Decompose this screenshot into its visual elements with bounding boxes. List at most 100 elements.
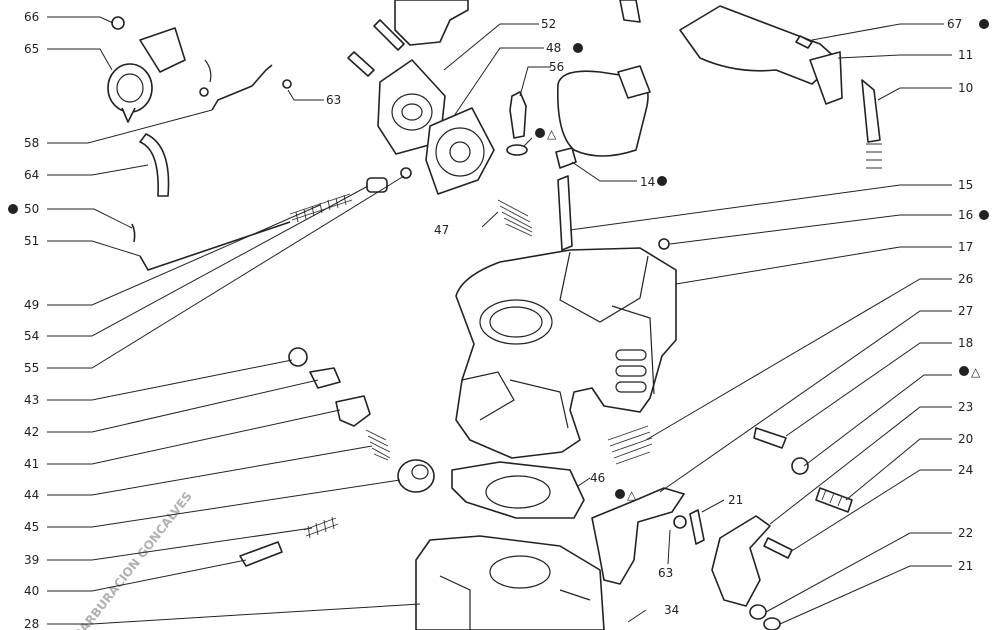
dot-marker-19 <box>959 366 969 376</box>
callout-16: 16 <box>958 208 973 222</box>
callout-48: 48 <box>546 41 561 55</box>
callout-42: 42 <box>24 425 39 439</box>
part-49-spring <box>289 193 353 223</box>
part-top-fitting <box>394 0 469 46</box>
callout-50: 50 <box>24 202 39 216</box>
dot-marker-57 <box>535 128 545 138</box>
part-drawings <box>107 0 882 630</box>
callout-14: 14 <box>640 175 655 189</box>
part-42-washer <box>309 367 341 389</box>
callout-22: 22 <box>958 526 973 540</box>
callout-46: 46 <box>590 471 605 485</box>
callout-44: 44 <box>24 488 39 502</box>
callout-27: 27 <box>958 304 973 318</box>
part-58-link-rod <box>211 64 273 111</box>
callout-51: 51 <box>24 234 39 248</box>
part-63-clip <box>282 79 292 89</box>
part-26-spring <box>607 425 653 465</box>
callout-56: 56 <box>549 60 564 74</box>
callout-58: 58 <box>24 136 39 150</box>
callout-26: 26 <box>958 272 973 286</box>
part-41-cam <box>335 395 371 427</box>
callout-34: 34 <box>664 603 679 617</box>
callout-41: 41 <box>24 457 39 471</box>
part-10-adjust-rod <box>861 79 882 169</box>
part-top-lever <box>619 0 641 23</box>
part-screw-top-a <box>373 19 405 51</box>
part-67-screw <box>795 35 813 49</box>
part-11-bracket <box>679 5 843 105</box>
part-44-spring <box>365 429 391 461</box>
part-21-washer <box>763 617 781 630</box>
part-20-idle-screw <box>815 487 853 513</box>
triangle-marker-19: △ <box>971 365 981 379</box>
callouts: 66 65 58 64 50 51 49 54 55 43 42 41 44 4… <box>8 10 989 630</box>
part-19-washer <box>791 457 809 475</box>
part-16-plug <box>658 238 670 250</box>
dot-marker-50 <box>8 204 18 214</box>
part-66-nut <box>111 16 125 30</box>
callout-63-mid: 63 <box>658 566 673 580</box>
callout-67: 67 <box>947 17 962 31</box>
callout-24: 24 <box>958 463 973 477</box>
callout-43: 43 <box>24 393 39 407</box>
callout-39: 39 <box>24 553 39 567</box>
callout-63-top: 63 <box>326 93 341 107</box>
part-47-spring <box>497 199 533 237</box>
part-21-screw-a <box>689 509 705 545</box>
part-43-nut <box>288 347 308 367</box>
part-65-vacuum-capsule <box>107 27 212 123</box>
callout-17: 17 <box>958 240 973 254</box>
dot-marker-14 <box>657 176 667 186</box>
part-51-pump-rod <box>139 221 291 271</box>
part-45-bushing <box>397 459 435 493</box>
callout-65: 65 <box>24 42 39 56</box>
triangle-marker-57: △ <box>547 127 557 141</box>
part-22-washer <box>749 604 767 620</box>
part-54-sleeve <box>366 177 388 193</box>
callout-28: 28 <box>24 617 39 630</box>
callout-45: 45 <box>24 520 39 534</box>
part-17-carburettor-body <box>455 247 677 459</box>
callout-23: 23 <box>958 400 973 414</box>
part-15-jet-holder <box>557 175 573 251</box>
callout-66: 66 <box>24 10 39 24</box>
part-18-screw <box>753 427 787 449</box>
callout-18: 18 <box>958 336 973 350</box>
callout-21-bottom: 21 <box>958 559 973 573</box>
part-23-throttle-lever <box>711 515 771 607</box>
part-28-lower-body <box>415 535 605 630</box>
part-50-pin <box>131 223 136 243</box>
part-64-hose <box>139 133 170 197</box>
part-14-needle-seat <box>555 147 577 169</box>
dot-marker-16 <box>979 210 989 220</box>
callout-64: 64 <box>24 168 39 182</box>
part-52-pump-cover <box>377 59 446 155</box>
part-float-cover <box>557 65 651 157</box>
part-56-pump-jet <box>506 91 528 156</box>
leader-lines <box>47 16 952 625</box>
callout-52: 52 <box>541 17 556 31</box>
part-55-clip <box>400 167 412 179</box>
part-27-lever <box>591 487 685 585</box>
callout-49: 49 <box>24 298 39 312</box>
part-39-spring <box>303 516 339 539</box>
callout-11: 11 <box>958 48 973 62</box>
part-24-screw <box>763 537 793 559</box>
dot-marker-48 <box>573 43 583 53</box>
callout-54: 54 <box>24 329 39 343</box>
callout-40: 40 <box>24 584 39 598</box>
part-48-diaphragm <box>425 107 495 195</box>
part-screw-top-b <box>347 51 375 77</box>
dot-marker-46 <box>615 489 625 499</box>
callout-10: 10 <box>958 81 973 95</box>
callout-21-mid: 21 <box>728 493 743 507</box>
callout-47: 47 <box>434 223 449 237</box>
part-46-gasket <box>451 461 585 519</box>
callout-15: 15 <box>958 178 973 192</box>
callout-55: 55 <box>24 361 39 375</box>
dot-marker-67 <box>979 19 989 29</box>
part-63-washer <box>673 515 687 529</box>
part-40-screw <box>239 541 283 567</box>
